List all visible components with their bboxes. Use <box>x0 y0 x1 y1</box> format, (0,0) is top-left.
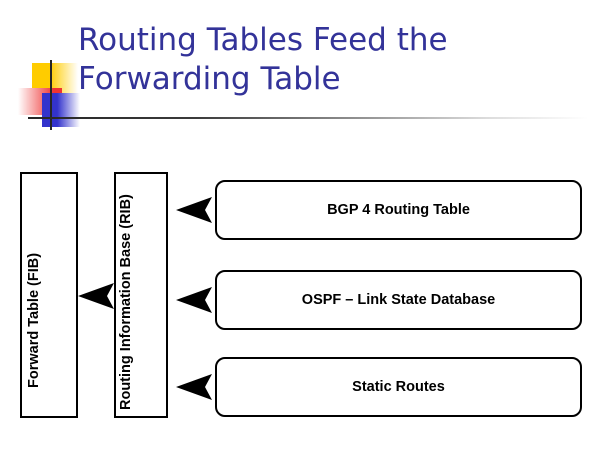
page-title: Routing Tables Feed the Forwarding Table <box>78 22 448 97</box>
bgp-routing-table-box[interactable]: BGP 4 Routing Table <box>215 180 582 240</box>
static-routes-box[interactable]: Static Routes <box>215 357 582 417</box>
forward-table-fib-label: Forward Table (FIB) <box>26 252 42 388</box>
routing-information-base-rib-label: Routing Information Base (RIB) <box>118 194 134 410</box>
vertical-rule-decoration <box>50 60 52 130</box>
forward-table-fib-box[interactable]: Forward Table (FIB) <box>20 172 78 418</box>
bgp-routing-table-label: BGP 4 Routing Table <box>327 202 470 218</box>
blue-block-decoration <box>42 93 80 127</box>
ospf-link-state-database-box[interactable]: OSPF – Link State Database <box>215 270 582 330</box>
arrow-left-icon <box>176 287 212 313</box>
arrow-left-icon <box>78 283 114 309</box>
arrow-left-icon <box>176 197 212 223</box>
routing-information-base-rib-box[interactable]: Routing Information Base (RIB) <box>114 172 168 418</box>
ospf-link-state-database-label: OSPF – Link State Database <box>301 292 496 308</box>
static-routes-label: Static Routes <box>352 379 445 395</box>
horizontal-rule-decoration <box>28 117 588 119</box>
arrow-left-icon <box>176 374 212 400</box>
